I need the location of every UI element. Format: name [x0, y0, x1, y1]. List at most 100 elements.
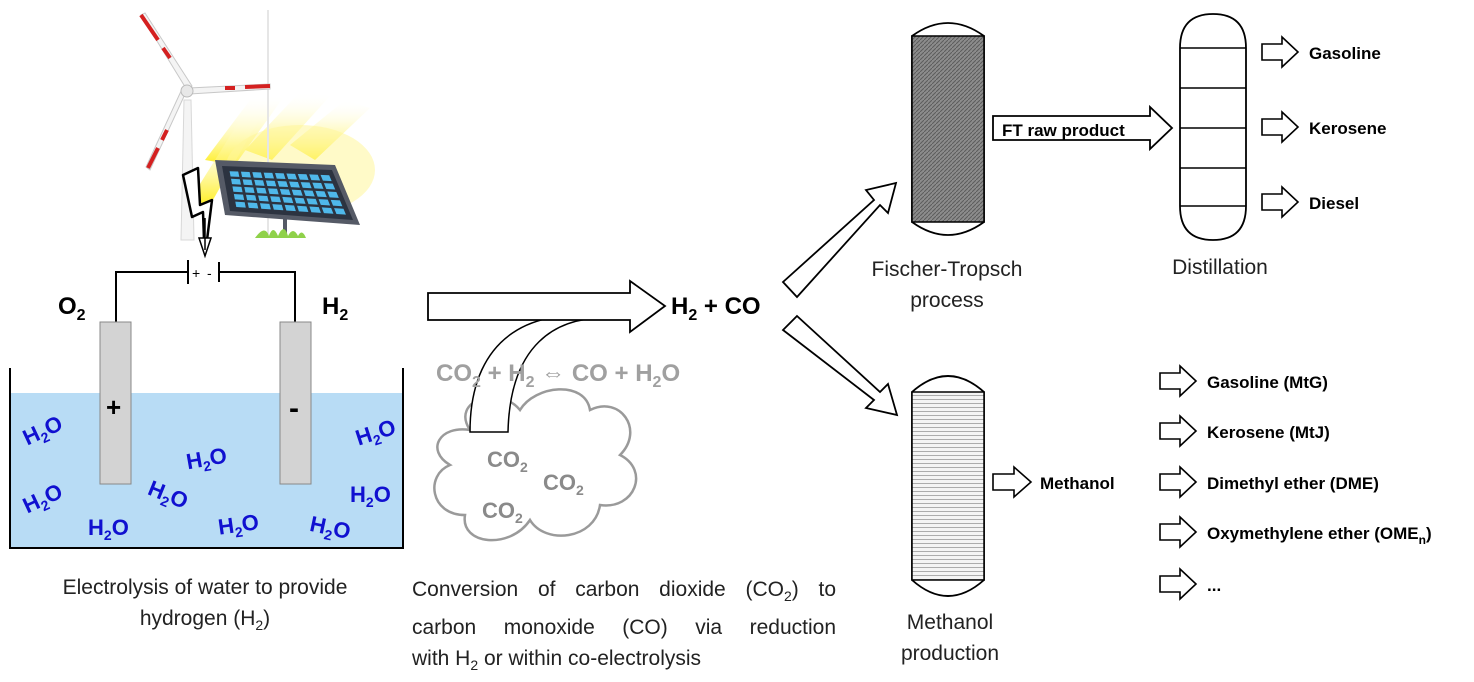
solar-cell [323, 183, 336, 190]
solar-cell [286, 173, 298, 180]
solar-cell [321, 207, 334, 214]
water-molecule-label: H2O [307, 511, 353, 547]
solar-cell [279, 188, 291, 196]
solar-cell [294, 197, 306, 204]
methanol-product-label: Gasoline (MtG) [1207, 373, 1328, 392]
solar-cell [309, 206, 321, 213]
methanol-output-arrow [992, 465, 1033, 499]
solar-cell [256, 187, 267, 194]
methanol-product-label: Dimethyl ether (DME) [1207, 474, 1379, 493]
methanol-products: Gasoline (MtG) Kerosene (MtJ) Dimethyl eth… [1159, 364, 1432, 601]
distillation-column [1179, 13, 1247, 241]
solar-cell [334, 208, 346, 215]
methanol-product-arrow [1159, 515, 1198, 549]
syngas-label: H2 + CO [671, 293, 761, 324]
distillation-product-label: Gasoline [1309, 44, 1381, 63]
water-molecule-label: H2O [352, 414, 399, 453]
methanol-caption: Methanol production [900, 611, 1000, 665]
water-molecule-label: H2O [184, 443, 229, 478]
water-molecule-label: H2O [350, 482, 391, 510]
power-terminal-minus: - [207, 265, 212, 281]
solar-cell [291, 189, 303, 196]
distillation-product-label: Diesel [1309, 194, 1359, 213]
hydrogen-label: H2 [322, 293, 348, 324]
solar-cell [312, 182, 324, 189]
distillation-caption: Distillation [1172, 256, 1268, 279]
cathode-electrode [279, 321, 312, 485]
solar-cell [289, 181, 300, 188]
solar-cell [242, 179, 253, 186]
solar-cell [306, 198, 318, 205]
branch-arrow-methanol [781, 314, 899, 417]
solar-cell [330, 199, 343, 207]
solar-cell [275, 173, 286, 179]
solar-cell [229, 171, 240, 177]
solar-cell [272, 204, 284, 211]
distillation-product-arrow [1261, 110, 1300, 144]
solar-cell [300, 182, 312, 189]
solar-cell [303, 190, 315, 197]
rwgs-reaction-equation: CO2 + H2 ⇔ CO + H2O [436, 360, 680, 391]
cloud-co2-3: CO2 [482, 498, 523, 526]
solar-cell [318, 199, 331, 206]
solar-cell [327, 191, 339, 198]
water-molecule-label: H2O [88, 515, 129, 543]
solar-cell [263, 172, 274, 179]
solar-cell [258, 195, 269, 202]
water-molecule-label: H2O [143, 475, 191, 516]
anode-sign: + [106, 392, 121, 422]
conversion-caption: Conversion of carbon dioxide (CO2) to ca… [412, 578, 836, 674]
solar-cell [254, 179, 265, 186]
solar-cell [245, 194, 257, 201]
methanol-product-label: Kerosene (MtJ) [1207, 423, 1330, 442]
distillation-product-arrow [1261, 35, 1300, 69]
electrolysis-caption: Electrolysis of water to provide hydroge… [62, 576, 348, 634]
ft-raw-product-arrow [992, 104, 1174, 152]
methanol-product-arrow [1159, 364, 1198, 398]
co2-cloud [433, 388, 638, 542]
methanol-output-label: Methanol [1040, 474, 1115, 493]
solar-cell [235, 201, 246, 208]
cloud-co2-1: CO2 [487, 447, 528, 475]
solar-cell [247, 202, 259, 209]
oxygen-label: O2 [58, 293, 86, 324]
solar-cell [309, 174, 321, 181]
solar-cell [270, 196, 282, 203]
lightning-bolt-icon [181, 166, 214, 259]
solar-cell [259, 203, 271, 210]
solar-cell [233, 194, 245, 200]
cathode-sign: - [289, 392, 299, 425]
solar-cell [297, 173, 309, 181]
anode-electrode [99, 321, 132, 485]
water-molecule-label: H2O [217, 509, 261, 542]
solar-cell [282, 196, 294, 204]
more-products-label: ... [1207, 576, 1221, 595]
wind-turbine-icon [139, 10, 271, 241]
methanol-reactor [911, 375, 985, 597]
cloud-co2-2: CO2 [543, 470, 584, 498]
solar-panel-icon [215, 160, 360, 238]
distillation-product-arrow [1261, 185, 1300, 219]
solar-cell [244, 187, 255, 193]
solar-cell [297, 205, 309, 213]
methanol-product-arrow [1159, 567, 1198, 601]
branch-arrow-ft [781, 181, 898, 299]
solar-cell [231, 178, 241, 185]
electrolysis-circuit [115, 260, 296, 322]
methanol-product-arrow [1159, 414, 1198, 448]
ft-caption: Fischer-Tropsch process [871, 258, 1023, 312]
solar-cell [320, 174, 332, 182]
solar-cell [315, 190, 327, 198]
distillation-product-label: Kerosene [1309, 119, 1386, 138]
solar-cell [277, 180, 289, 188]
water-tank [9, 368, 404, 549]
solar-cell [284, 204, 296, 212]
ome-product-label: Oxymethylene ether (OMEn) [1207, 524, 1432, 547]
solar-cell [265, 180, 277, 187]
solar-cell [232, 186, 243, 193]
solar-cell [268, 188, 279, 195]
syngas-main-arrow [427, 279, 667, 334]
solar-cell [240, 171, 251, 178]
